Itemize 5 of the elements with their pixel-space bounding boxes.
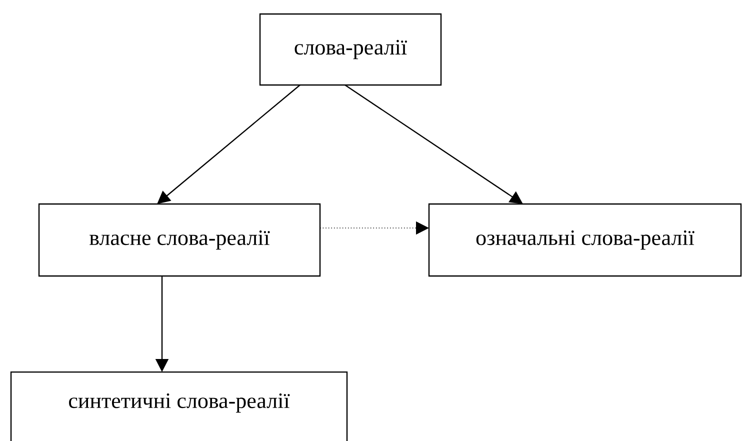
box: синтетичні слова-реалії bbox=[10, 371, 348, 441]
box: власне слова-реалії bbox=[38, 203, 321, 277]
box: означальні слова-реалії bbox=[428, 203, 742, 277]
arrow bbox=[157, 84, 300, 204]
box: слова-реалії bbox=[259, 13, 442, 86]
